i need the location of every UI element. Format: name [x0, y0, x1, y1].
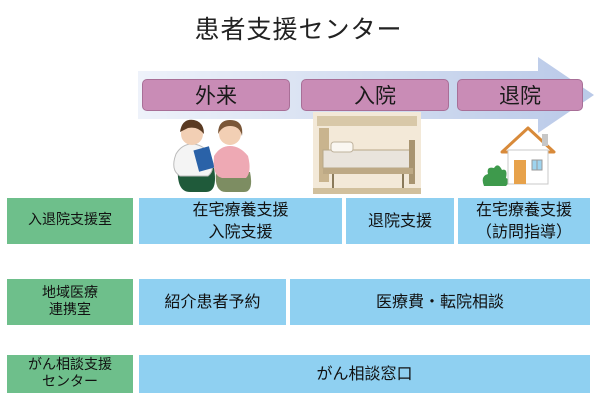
- cell-home-care-visit-guidance: 在宅療養支援 （訪問指導）: [458, 198, 590, 244]
- consultation-illustration: [173, 119, 252, 192]
- row-label-regional-liaison-office: 地域医療 連携室: [7, 279, 133, 325]
- cell-referral-reservation: 紹介患者予約: [139, 279, 286, 325]
- cell-line: 退院支援: [367, 211, 432, 231]
- cell-line: 在宅療養支援: [192, 200, 289, 220]
- cell-discharge-support: 退院支援: [346, 198, 454, 244]
- cell-line: 医療費・転院相談: [375, 292, 504, 312]
- cell-home-care-admission-support: 在宅療養支援 入院支援: [139, 198, 342, 244]
- cell-line: 紹介患者予約: [164, 292, 261, 312]
- row-label-line: センター: [42, 374, 98, 390]
- stage-discharge: 退院: [457, 79, 583, 111]
- cell-medical-cost-transfer-consultation: 医療費・転院相談: [290, 279, 590, 325]
- cell-line: がん相談窓口: [316, 364, 413, 384]
- row-label-line: 地域医療: [42, 284, 98, 301]
- cell-cancer-consultation-desk: がん相談窓口: [139, 355, 590, 393]
- cell-line: 在宅療養支援: [475, 200, 572, 220]
- stage-admission: 入院: [301, 79, 449, 111]
- row-label-line: がん相談支援: [28, 356, 112, 373]
- stage-label: 外来: [195, 84, 237, 108]
- row-label-line: 連携室: [49, 302, 91, 318]
- cell-line: （訪問指導）: [475, 222, 572, 241]
- cell-line: 入院支援: [208, 222, 273, 241]
- row-label-line: 入退院支援室: [28, 212, 112, 229]
- stage-label: 入院: [354, 84, 396, 108]
- house-icon: [482, 126, 556, 186]
- stage-outpatient: 外来: [142, 79, 290, 111]
- row-label-admission-discharge-office: 入退院支援室: [7, 198, 133, 244]
- hospital-bed-illustration: [313, 112, 421, 194]
- diagram-title: 患者支援センター: [194, 15, 403, 44]
- stage-label: 退院: [499, 84, 541, 108]
- row-label-cancer-consultation-center: がん相談支援 センター: [7, 355, 133, 393]
